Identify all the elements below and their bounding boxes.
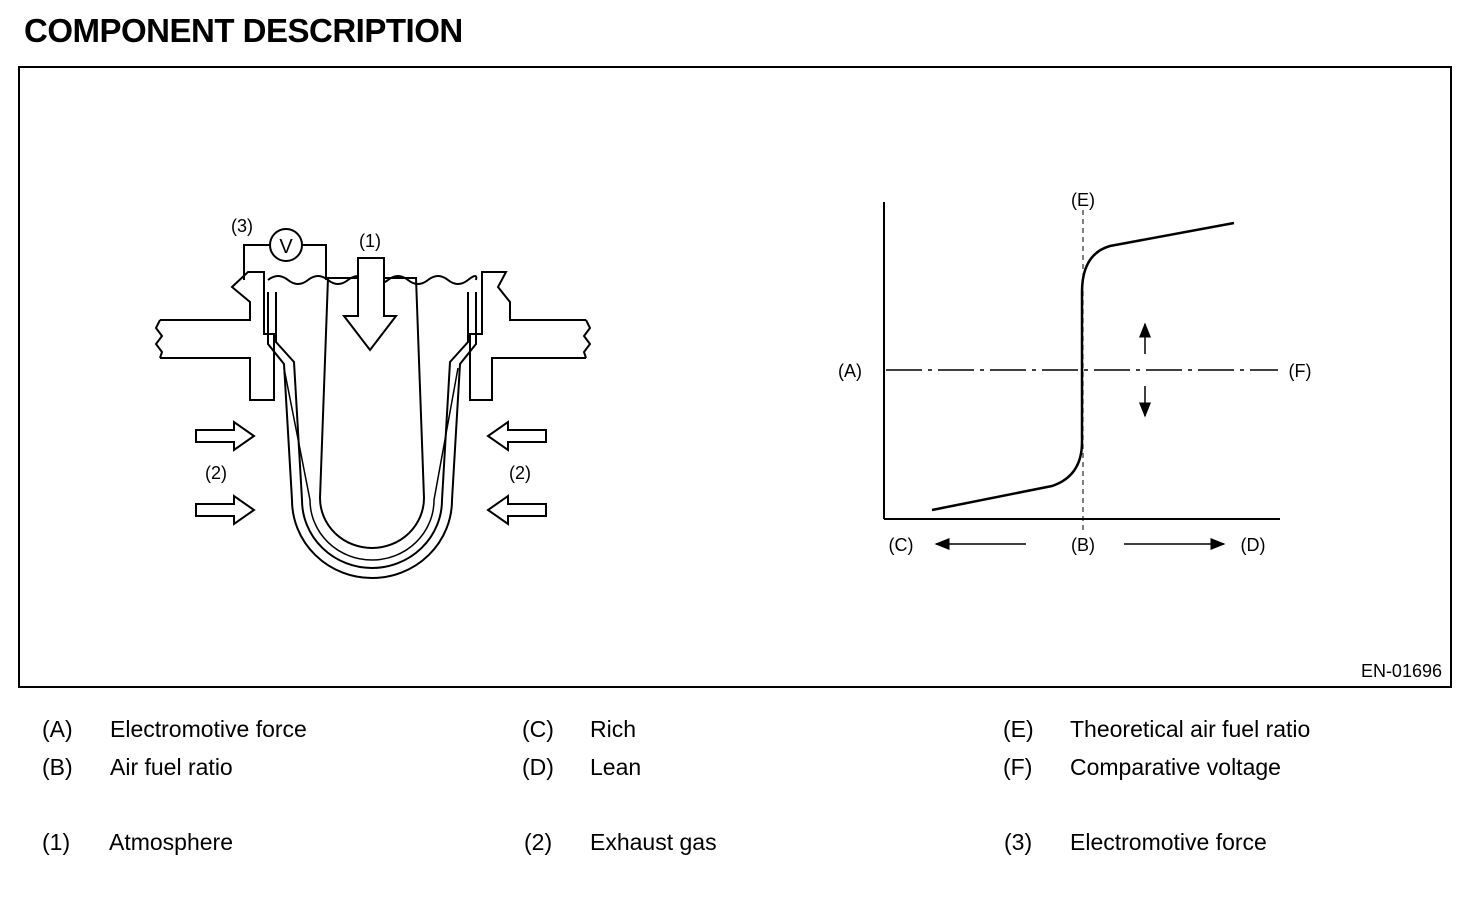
sensor-output-curve: [931, 221, 1235, 512]
legend-key: (B): [42, 754, 73, 780]
figure-frame: V (3) (1) (2) (2) (E) (A) (F) (C) (B) (D…: [18, 66, 1452, 688]
legend-text: Rich: [590, 716, 637, 742]
oxygen-sensor-diagram: [154, 228, 592, 579]
legend-text: Atmosphere: [109, 829, 234, 855]
exhaust-arrow-left-bottom-icon: [195, 494, 256, 526]
legend-key: (1): [42, 829, 71, 855]
label-f: (F): [1289, 361, 1312, 381]
voltmeter-icon: [269, 228, 303, 262]
exhaust-arrow-left-top-icon: [195, 420, 256, 452]
legend-key: (3): [1004, 829, 1033, 855]
voltmeter-symbol: V: [279, 236, 293, 258]
sensor-inner-core: [318, 277, 426, 549]
legend-key: (2): [524, 829, 553, 855]
characteristic-graph: [883, 202, 1280, 550]
callout-2-left: (2): [205, 463, 227, 483]
legend-text: Air fuel ratio: [110, 754, 233, 780]
label-d: (D): [1241, 535, 1266, 555]
callout-2-right: (2): [509, 463, 531, 483]
label-c: (C): [889, 535, 914, 555]
sensor-outer-shell: [267, 292, 477, 579]
label-e: (E): [1071, 190, 1095, 210]
label-b: (B): [1071, 535, 1095, 555]
callout-1: (1): [359, 231, 381, 251]
legend-text: Lean: [590, 754, 642, 780]
legend-key: (D): [522, 754, 554, 780]
figure-id: EN-01696: [1360, 661, 1442, 681]
pipe-wall-left: [160, 271, 275, 401]
voltmeter-wire: [243, 244, 327, 280]
label-a: (A): [838, 361, 862, 381]
legend-key: (A): [42, 716, 73, 742]
exhaust-arrow-right-bottom-icon: [486, 494, 547, 526]
legend-text: Theoretical air fuel ratio: [1070, 716, 1311, 742]
pipe-wall-right: [469, 271, 586, 401]
figure-illustration: V (3) (1) (2) (2) (E) (A) (F) (C) (B) (D…: [154, 190, 1312, 579]
legend-key: (E): [1003, 716, 1034, 742]
atmosphere-arrow-icon: [341, 257, 399, 352]
legend-text: Comparative voltage: [1070, 754, 1281, 780]
legend-text: Electromotive force: [1070, 829, 1267, 855]
page-title: COMPONENT DESCRIPTION: [24, 12, 463, 49]
legend-key: (F): [1003, 754, 1033, 780]
legend-text: Exhaust gas: [590, 829, 717, 855]
callout-3: (3): [231, 216, 253, 236]
legend-key: (C): [522, 716, 554, 742]
exhaust-arrow-right-top-icon: [486, 420, 547, 452]
legend-text: Electromotive force: [110, 716, 307, 742]
